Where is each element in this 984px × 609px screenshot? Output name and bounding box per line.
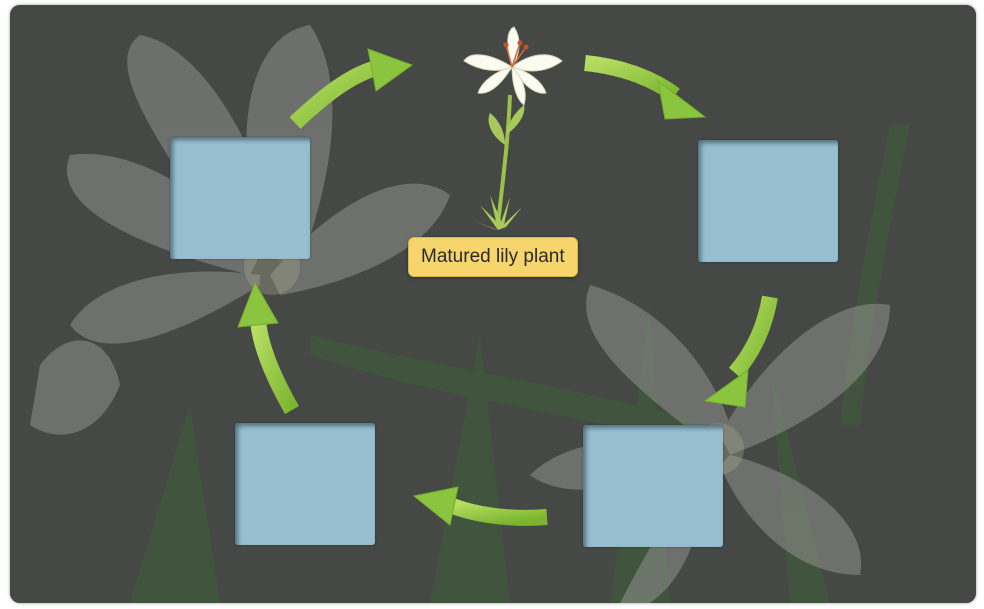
arrow-top-left: [289, 59, 383, 129]
stage-slot-bottom-left[interactable]: [235, 423, 375, 545]
stage-slot-bottom-right[interactable]: [583, 425, 723, 547]
lily-life-cycle-diagram: Matured lily plant: [10, 5, 976, 603]
cycle-arrows: [237, 48, 778, 526]
stage-slot-top-left[interactable]: [170, 137, 310, 259]
arrow-right: [728, 295, 778, 379]
arrowhead-left: [237, 281, 279, 328]
arrowhead-right: [703, 368, 749, 408]
matured-lily-plant-label: Matured lily plant: [408, 237, 578, 277]
arrow-left: [250, 319, 299, 414]
arrowhead-top-right: [657, 79, 707, 120]
arrowhead-bottom: [412, 486, 459, 526]
arrowhead-top-left: [367, 48, 414, 92]
stage-slot-top-right[interactable]: [698, 140, 838, 262]
arrow-bottom: [447, 497, 548, 526]
lily-flower-icon: [463, 26, 563, 230]
